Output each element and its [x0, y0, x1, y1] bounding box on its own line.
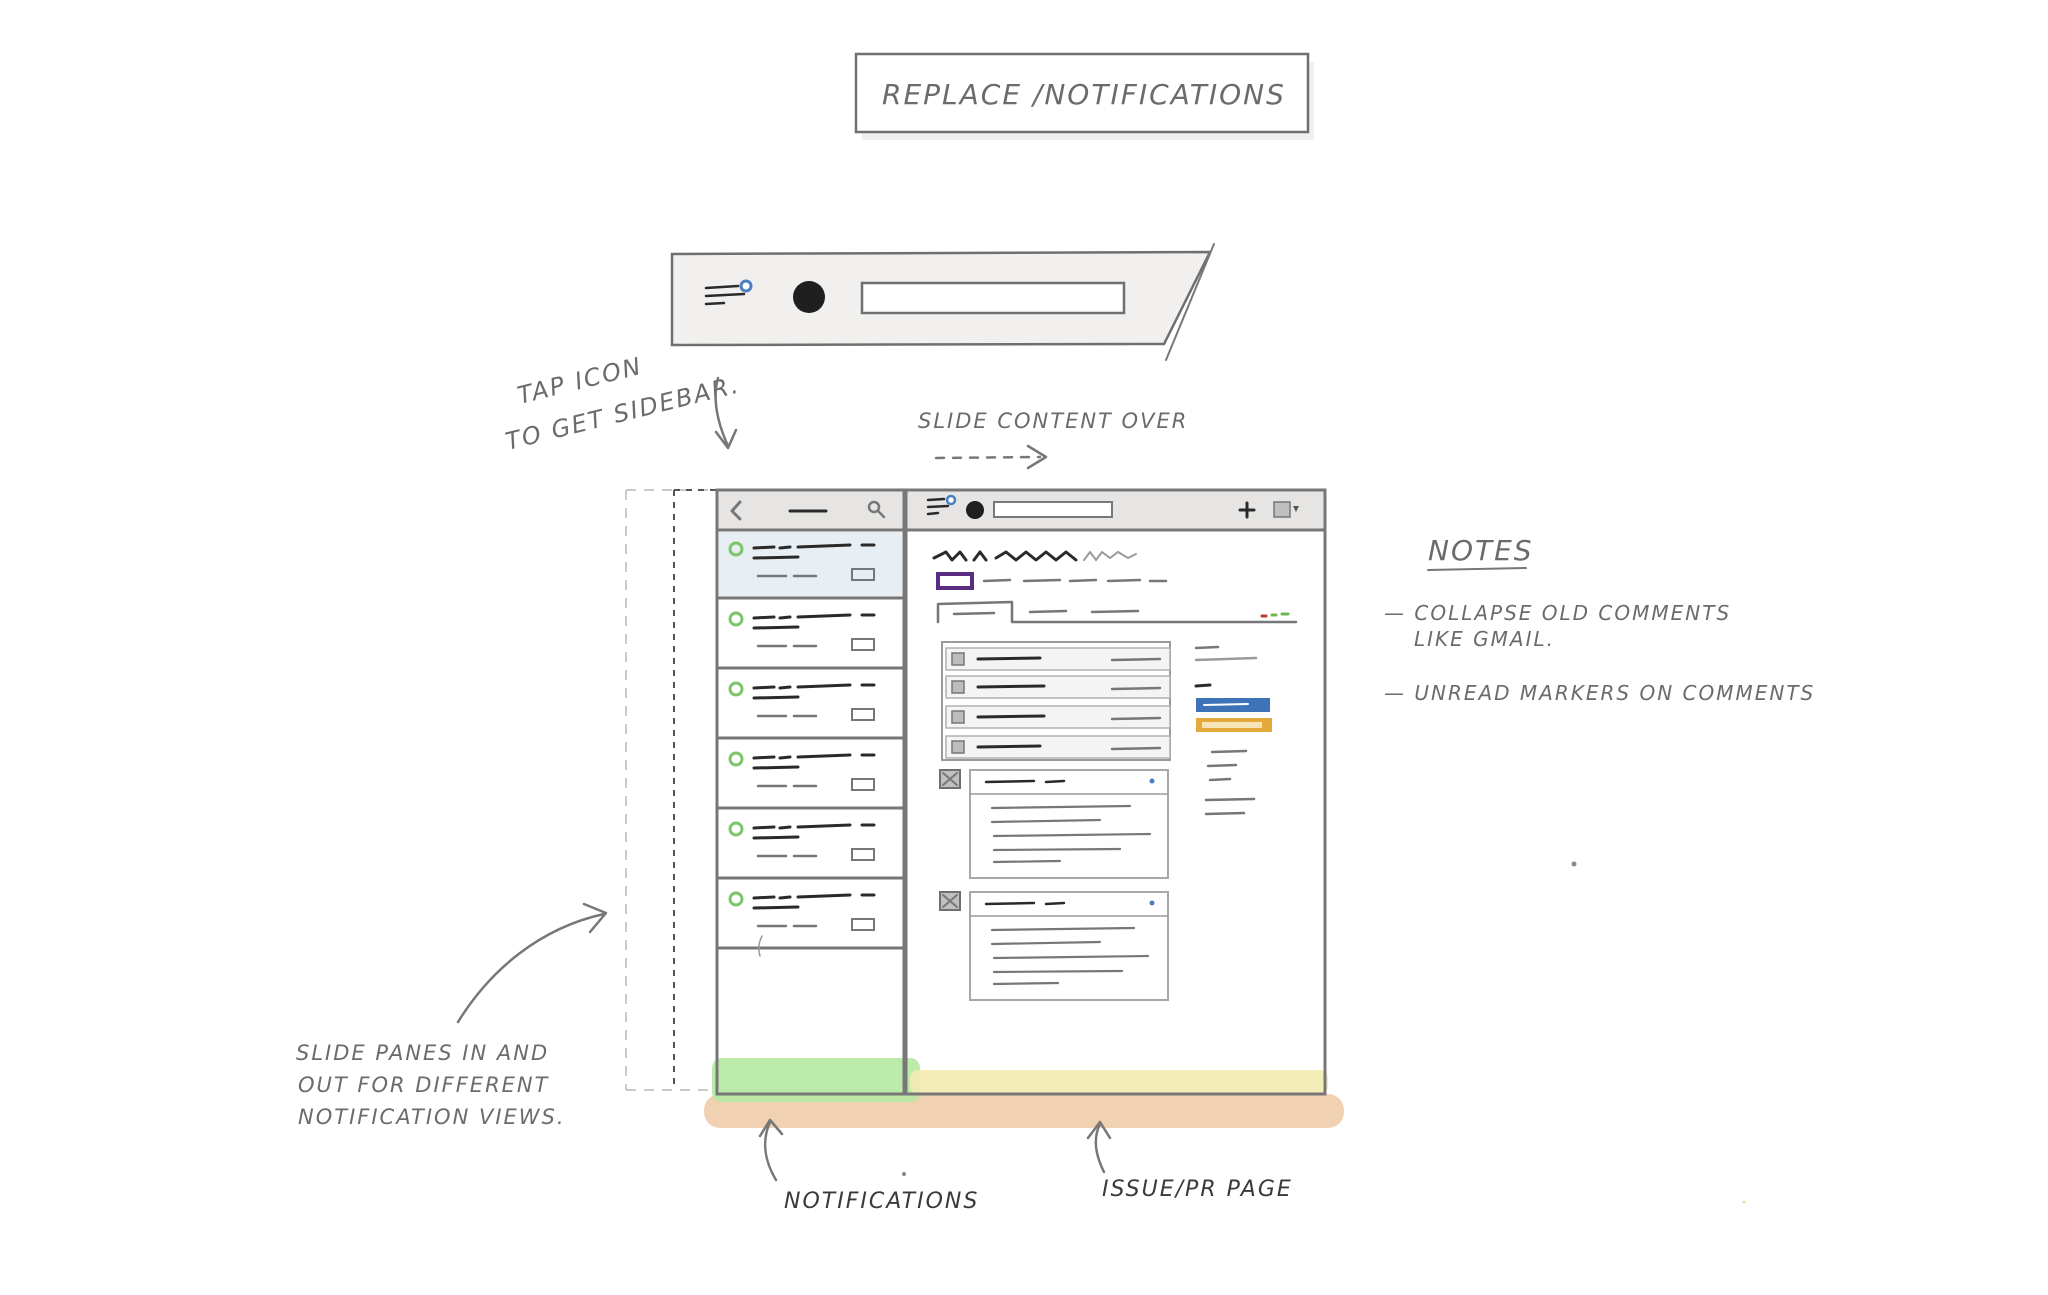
repo-icon	[851, 568, 875, 581]
notification-row[interactable]	[717, 751, 904, 810]
notification-row[interactable]	[717, 532, 904, 600]
unread-circle-icon	[728, 891, 744, 907]
search-icon[interactable]	[867, 500, 886, 519]
issue-page-callout: ISSUE/PR PAGE	[1086, 1120, 1293, 1202]
slide-panes-annotation: SLIDE PANES IN AND OUT FOR DIFFERENT NOT…	[296, 902, 608, 1129]
file-icon	[951, 680, 965, 694]
header-bar-sketch	[670, 243, 1215, 361]
repo-icon	[851, 778, 875, 791]
notes-item2: — UNREAD MARKERS ON COMMENTS	[1384, 681, 1815, 705]
unread-circle-icon	[728, 611, 744, 627]
file-icon	[951, 652, 965, 666]
slide-panes-line1: SLIDE PANES IN AND	[296, 1041, 549, 1065]
slide-pane-outlines	[625, 489, 716, 1091]
repo-icon	[851, 708, 875, 721]
unread-circle-icon	[728, 821, 744, 837]
slide-panes-line3: NOTIFICATION VIEWS.	[298, 1105, 566, 1129]
notes-heading: NOTES	[1428, 534, 1534, 567]
slide-content-label: SLIDE CONTENT OVER	[918, 409, 1188, 433]
unread-circle-icon	[728, 541, 744, 557]
notification-row[interactable]	[717, 891, 904, 950]
file-row[interactable]	[951, 680, 1162, 694]
file-icon	[951, 710, 965, 724]
slide-panes-line2: OUT FOR DIFFERENT	[298, 1073, 550, 1097]
comment[interactable]	[939, 769, 1169, 879]
notification-dot-icon	[945, 494, 957, 506]
notifications-pane-highlight	[712, 1058, 920, 1102]
file-icon	[951, 740, 965, 754]
notification-row[interactable]	[717, 821, 904, 880]
avatar-icon[interactable]	[966, 501, 984, 519]
repo-icon	[851, 638, 875, 651]
plus-icon[interactable]	[1238, 501, 1256, 519]
notes-item1-line2: LIKE GMAIL.	[1414, 627, 1555, 651]
tap-icon-annotation: TAP ICON TO GET SIDEBAR.	[503, 352, 743, 456]
profile-menu-icon[interactable]	[1273, 501, 1299, 518]
notes-item1-line1: — COLLAPSE OLD COMMENTS	[1384, 601, 1731, 625]
search-field-sketch[interactable]	[993, 501, 1113, 518]
notification-dot-icon	[739, 279, 753, 293]
file-row[interactable]	[951, 740, 1162, 754]
title-box: REPLACE /NOTIFICATIONS	[854, 52, 1314, 140]
title-text: REPLACE /NOTIFICATIONS	[882, 78, 1286, 111]
unread-circle-icon	[728, 751, 744, 767]
hamburger-icon[interactable]	[704, 284, 746, 306]
app-highlight	[704, 1094, 1344, 1128]
chevron-left-icon[interactable]	[730, 500, 742, 521]
issue-pr-pane	[904, 488, 1327, 1096]
issue-page-label: ISSUE/PR PAGE	[1102, 1177, 1293, 1202]
repo-icon	[851, 848, 875, 861]
notification-row[interactable]	[717, 681, 904, 740]
notes-section: NOTES — COLLAPSE OLD COMMENTS LIKE GMAIL…	[1384, 534, 1815, 705]
search-field-sketch[interactable]	[860, 281, 1126, 315]
unread-circle-icon	[728, 681, 744, 697]
hamburger-icon[interactable]	[926, 497, 950, 516]
notifications-label: NOTIFICATIONS	[784, 1189, 979, 1214]
notifications-callout: NOTIFICATIONS	[758, 1118, 979, 1214]
status-label-sketch	[936, 572, 974, 590]
notifications-pane	[715, 488, 906, 1096]
repo-icon	[851, 918, 875, 931]
comment[interactable]	[939, 891, 1169, 1001]
slide-content-annotation: SLIDE CONTENT OVER	[918, 409, 1188, 470]
issue-pane-highlight	[910, 1070, 1328, 1094]
notification-row[interactable]	[717, 611, 904, 670]
avatar-icon[interactable]	[793, 281, 825, 313]
file-row[interactable]	[951, 652, 1162, 666]
file-row[interactable]	[951, 710, 1162, 724]
